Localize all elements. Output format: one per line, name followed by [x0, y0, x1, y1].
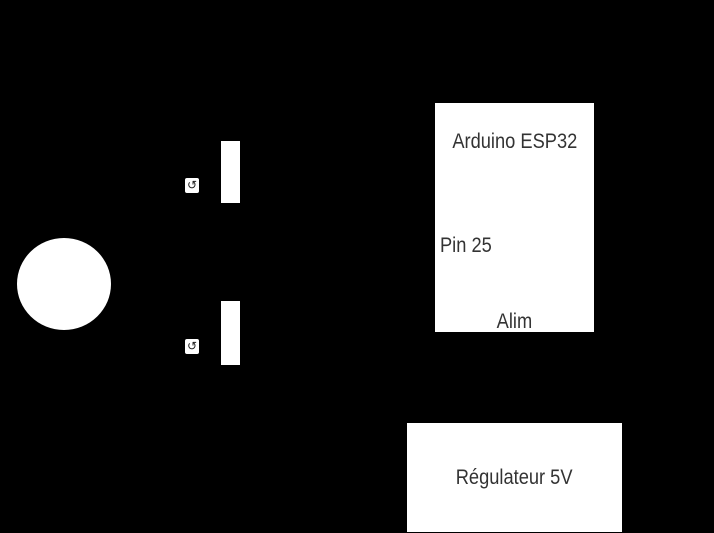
arduino-box-title: Arduino ESP32 [435, 130, 594, 154]
regulateur-5v-label: Régulateur 5V [456, 465, 573, 489]
component-rect-top [221, 141, 240, 203]
component-rect-bottom [221, 301, 240, 365]
arduino-esp32-box: Arduino ESP32 Pin 25 Alim [435, 103, 594, 334]
rotate-arrow-icon: ↺ [185, 178, 199, 193]
alim-label-text: Alim [496, 310, 533, 333]
rotate-arrow-icon: ↺ [185, 339, 199, 354]
alim-label: Alim [435, 310, 594, 334]
regulateur-5v-box: Régulateur 5V [407, 423, 622, 532]
pin-25-label: Pin 25 [440, 234, 500, 258]
circle-shape [17, 238, 111, 330]
pin-25-label-text: Pin 25 [440, 234, 492, 257]
arduino-box-title-text: Arduino ESP32 [452, 130, 577, 153]
